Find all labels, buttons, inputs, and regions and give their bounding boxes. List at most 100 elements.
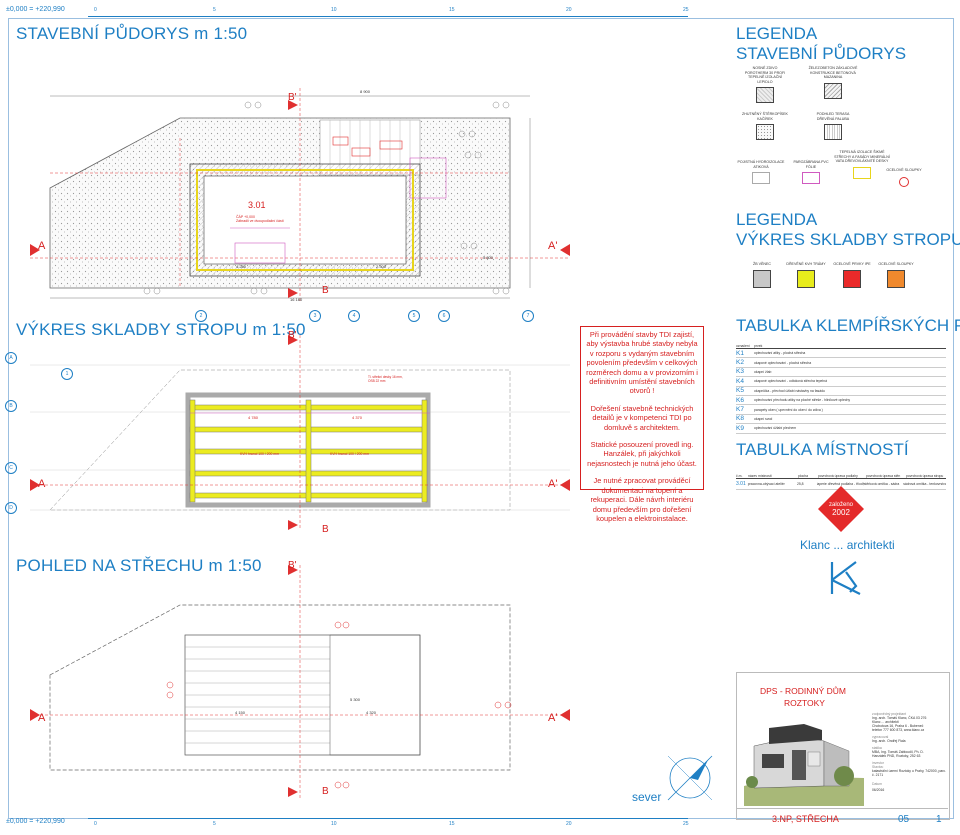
legend1-swatch-2 [824,82,842,99]
rooms-title: TABULKA MÍSTNOSTÍ [736,440,909,459]
date-label: Datum [872,782,882,786]
legend2-label-2: DŘEVĚNÉ KVH TRÁMY [786,262,826,266]
ruler-num-0: 0 [94,7,97,13]
legend2-swatch-3 [843,269,861,288]
rooms-r1-area: 25,8 [796,482,804,486]
drawing-number: 05 [898,814,910,825]
roof-dim-3: 5 300 [350,697,361,702]
klemp-desc-k1: oplechování atiky - plochá střecha [754,351,806,356]
ruler-bottom-num-5: 5 [213,821,216,827]
legend2-label-4: OCELOVÉ SLOUPKY [878,262,914,266]
legend1-item-6: PAROZÁBRANA PVC FÓLIE [788,160,834,187]
dim-side: 5 800 [483,255,494,260]
ruler-bottom-num-0: 0 [94,821,97,827]
ruler-num-15: 15 [449,7,455,13]
klemp-code-k7: K7 [736,406,744,414]
project-name-line1: DPS - RODINNÝ DŮM [760,686,846,696]
ruler-bottom-num-20: 20 [566,821,572,827]
rooms-h-walls: povrchová úprava stěn [866,474,901,478]
level-label-top: ±0,000 = +220,990 [6,6,65,13]
legend1-swatch-6 [802,172,820,184]
info-10: investor [872,761,884,765]
klemp-desc-k7: parapety oken ( upevnění do oken i do zd… [754,407,823,412]
roof-dim-1: 4 150 [235,710,246,715]
rooms-h-area: plocha [798,474,808,478]
axis-2: 2 [195,310,207,322]
axis-4: 4 [348,310,360,322]
legend1-item-4: PODHLED TERASA DŘEVĚNÁ PALUBA [808,112,858,143]
beam-label-2: KVH hranol 100 / 200 mm [330,452,370,456]
ruler-bottom-num-10: 10 [331,821,337,827]
legend1-item-5: POJISTNÁ HYDROIZOLACE ATIKOVÁ [736,160,786,187]
legend2-swatch-4 [887,269,905,288]
ceiling-section-b-top: B' [288,330,297,341]
ceiling-plan-drawing [30,335,570,530]
section-b-bottom: B [322,285,329,296]
legend1-label-8: OCELOVÉ SLOUPKY [886,168,922,172]
klemp-desc-k9: oplechování úžlabí plechem [754,426,797,431]
floor-plan-title: STAVEBNÍ PŮDORYS m 1:50 [16,24,248,43]
axis-3: 3 [309,310,321,322]
klemp-header-item: prvek [754,344,763,348]
roof-dim-2: 4 320 [366,710,377,715]
axis-b: B [5,400,17,412]
legend2-item-2: DŘEVĚNÉ KVH TRÁMY [786,262,826,291]
klemp-code-k8: K8 [736,415,744,423]
legend2-title-line2: VÝKRES SKLADBY STROPU [736,230,960,249]
ruler-num-25: 25 [683,7,689,13]
klemp-code-k2: K2 [736,359,744,367]
axis-a: A [5,352,17,364]
rooms-h-ceiling: povrchová úprava stropu [906,474,944,478]
note-4: Je nutné zpracovat prováděcí dokumentaci… [590,476,694,523]
dim-top: 8 900 [360,89,371,94]
dim-inner-1: 4 280 [236,264,247,269]
rooms-h-name: název místnosti [748,474,772,478]
info-8: MBA, Ing. Tomáš Zabloudil, Ph. D. [872,750,924,754]
klemp-desc-k4: okapové oplechování - odtoková střecha t… [754,379,827,384]
axis-5: 5 [408,310,420,322]
info-3: Chobotova 16, Praha 6 - Bubeneč [872,724,924,728]
stamp-line2: 2002 [832,507,850,517]
stamp-line1: založeno [828,501,854,508]
top-ruler [88,6,688,17]
column-symbol-icon [899,176,909,187]
legend2-item-4: OCELOVÉ SLOUPKY [876,262,916,291]
legend1-label-4: PODHLED TERASA DŘEVĚNÁ PALUBA [816,112,850,121]
info-5: vypracoval [872,735,889,739]
legend1-swatch-3 [756,124,774,140]
info-0: zodpovědný projektant [872,712,907,716]
klemp-code-k4: K4 [736,377,744,385]
ceiling-dim-2: 4 370 [352,415,363,420]
legend1-item-8: OCELOVÉ SLOUPKY [884,168,924,191]
title-block [736,672,950,820]
legend2-swatch-2 [797,269,815,288]
klemp-code-k9: K9 [736,424,744,432]
ruler-bottom-num-25: 25 [683,821,689,827]
rooms-table: č.m. název místnosti plocha povrchová úp… [736,474,946,490]
note-1: Při provádění stavby TDI zajistí, aby vý… [586,330,698,396]
bottom-ruler [88,818,688,829]
legend1-swatch-5 [752,172,770,184]
rooms-h-no: č.m. [736,474,743,478]
project-name-line2: ROZTOKY [784,698,825,708]
roof-plan-title: POHLED NA STŘECHU m 1:50 [16,556,262,575]
firm-logo-icon [830,561,861,595]
klemp-desc-k8: okapní svod [754,416,773,421]
legend1-item-2: ŽELEZOBETON ZÁKLADOVÉ KONSTRUKCE BETONOV… [808,66,858,102]
legend1-label-3: ZHUTNĚNÝ ŠTĚRKOPÍSEK KAČÍREK [742,112,788,121]
legend1-item-1: NOSNÉ ZDIVO POROTHERM 30 PROFI TEPELNĚ I… [742,66,788,106]
rooms-r1-no: 3.01 [736,481,746,487]
legend2-swatch-1 [753,269,771,288]
rooms-r1-floor: laperie dřevěná podlaha - tříodlý olej [816,482,864,486]
roof-plan-drawing [30,565,570,800]
drawing-name: 3.NP, STŘECHA [772,814,839,824]
legend2-item-3: OCELOVÉ PRVKY IPE [832,262,872,291]
legend1-swatch-7 [853,166,871,179]
klemp-desc-k5: okapnička - přechod úžlabí nástavby na f… [754,388,825,393]
section-a-left: A [38,240,46,252]
date-value: 06/2016 [872,788,885,792]
info-11: Stavba: [872,765,884,769]
axis-7: 7 [522,310,534,322]
north-label: sever [632,790,662,804]
